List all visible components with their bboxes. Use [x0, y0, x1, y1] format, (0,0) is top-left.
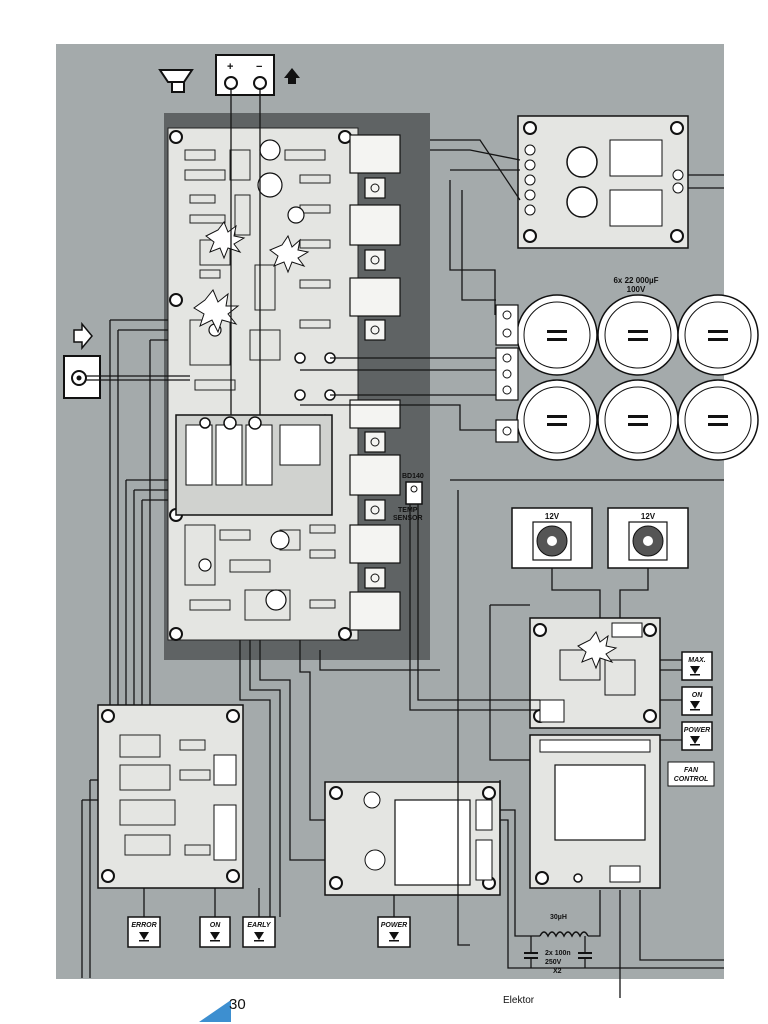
- early-indicator: EARLY: [242, 916, 276, 948]
- fan-control-label: FAN CONTROL: [667, 761, 715, 787]
- fan-right-voltage: 12V: [641, 512, 656, 521]
- temp-sensor-label-line2: SENSOR: [393, 515, 423, 522]
- page-number: 30: [229, 996, 246, 1013]
- magazine-name: Elektor: [503, 995, 535, 1006]
- error-indicator: ERROR: [127, 916, 161, 948]
- temp-sensor: BD140 TEMP SENSOR: [393, 473, 424, 522]
- fan-right: 12V: [607, 507, 689, 569]
- fan-left: 12V: [511, 507, 593, 569]
- filter-caps-label-line2: 250V: [545, 959, 562, 966]
- input-connector: [63, 321, 101, 399]
- error-indicator-label: ERROR: [131, 922, 156, 929]
- max-indicator: MAX.: [681, 651, 713, 681]
- led-icon: [690, 736, 700, 744]
- on-indicator-bottom-label: ON: [210, 922, 221, 929]
- led-icon: [690, 666, 700, 674]
- inductor-label: 30µH: [550, 914, 567, 921]
- capacitor-bank: 6x 22 000µF 100V: [495, 276, 759, 461]
- power-indicator-bottom-label: POWER: [381, 922, 407, 929]
- on-indicator-bottom: ON: [199, 916, 231, 948]
- wiring: [81, 89, 724, 998]
- inductor-coil: [539, 931, 589, 938]
- led-icon: [139, 932, 149, 940]
- temp-sensor-label-line1: TEMP: [398, 507, 418, 514]
- capacitor-bank-voltage: 100V: [627, 285, 646, 294]
- power-indicator-bottom: POWER: [377, 916, 411, 948]
- early-indicator-label: EARLY: [247, 922, 272, 929]
- led-icon: [690, 701, 700, 709]
- fan-control-board: [529, 617, 661, 729]
- filter-caps-label-line1: 2x 100n: [545, 950, 571, 957]
- filter-capacitor-right: [578, 952, 592, 959]
- speaker-minus-label: −: [256, 61, 262, 73]
- amplifier-board: [164, 113, 430, 660]
- mains-supply-board-right: [529, 734, 661, 889]
- on-indicator-right-label: ON: [692, 692, 703, 699]
- temp-sensor-part: BD140: [402, 473, 424, 480]
- control-board: [97, 704, 244, 889]
- filter-caps-label-line3: X2: [553, 968, 562, 975]
- fan-control-label-line1: FAN: [684, 767, 699, 774]
- power-indicator-right-label: POWER: [684, 727, 710, 734]
- speaker-terminal: + −: [215, 54, 275, 96]
- output-arrow-icon: [284, 68, 300, 84]
- capacitor-bank-title: 6x 22 000µF: [613, 276, 658, 285]
- auxiliary-supply-board: [517, 115, 689, 249]
- max-indicator-label: MAX.: [688, 657, 706, 664]
- led-icon: [210, 932, 220, 940]
- filter-capacitor-left: [524, 952, 538, 959]
- speaker-icon: [158, 69, 194, 93]
- input-arrow-icon: [73, 321, 93, 351]
- led-icon: [254, 932, 264, 940]
- fan-control-label-line2: CONTROL: [674, 776, 709, 783]
- mains-supply-board-bottom: [324, 781, 501, 896]
- speaker-plus-label: +: [227, 61, 233, 73]
- corner-decoration: [199, 1000, 231, 1022]
- on-indicator-right: ON: [681, 686, 713, 716]
- power-indicator-right: POWER: [681, 721, 713, 751]
- led-icon: [389, 932, 399, 940]
- fan-left-voltage: 12V: [545, 512, 560, 521]
